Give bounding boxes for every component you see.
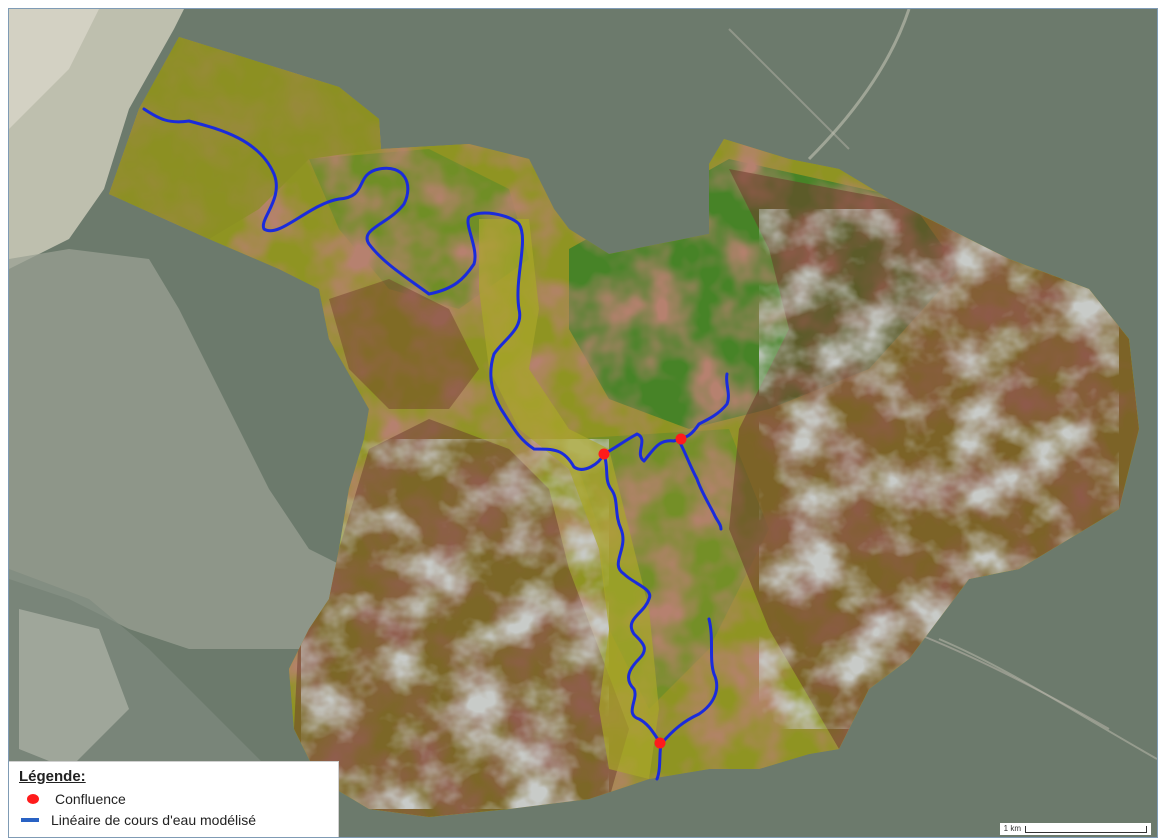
central-channel xyxy=(602,452,663,746)
blue-line-icon xyxy=(21,817,39,822)
map-frame[interactable]: Légende: Confluence Linéaire de cours d'… xyxy=(8,8,1158,838)
legend-title: Légende: xyxy=(19,768,86,785)
tributary-east xyxy=(677,439,723,531)
confluence-point[interactable] xyxy=(598,448,610,460)
legend: Légende: Confluence Linéaire de cours d'… xyxy=(9,761,339,837)
tributary-north xyxy=(602,372,730,463)
map-canvas[interactable] xyxy=(9,9,1157,837)
legend-label: Confluence xyxy=(55,790,126,807)
red-dot-icon xyxy=(27,793,39,804)
legend-label: Linéaire de cours d'eau modélisé xyxy=(51,811,257,828)
confluence-point[interactable] xyxy=(654,737,666,749)
confluence-points xyxy=(598,433,687,749)
scale-label: 1 km xyxy=(1003,824,1021,833)
scale-line xyxy=(1025,826,1147,833)
river-network xyxy=(142,107,730,781)
tributary-south xyxy=(655,617,719,781)
legend-item-confluence: Confluence xyxy=(19,788,328,809)
legend-item-river: Linéaire de cours d'eau modélisé xyxy=(19,809,328,830)
confluence-point[interactable] xyxy=(675,433,687,445)
scale-bar: 1 km xyxy=(999,823,1151,835)
main-river xyxy=(142,107,606,471)
